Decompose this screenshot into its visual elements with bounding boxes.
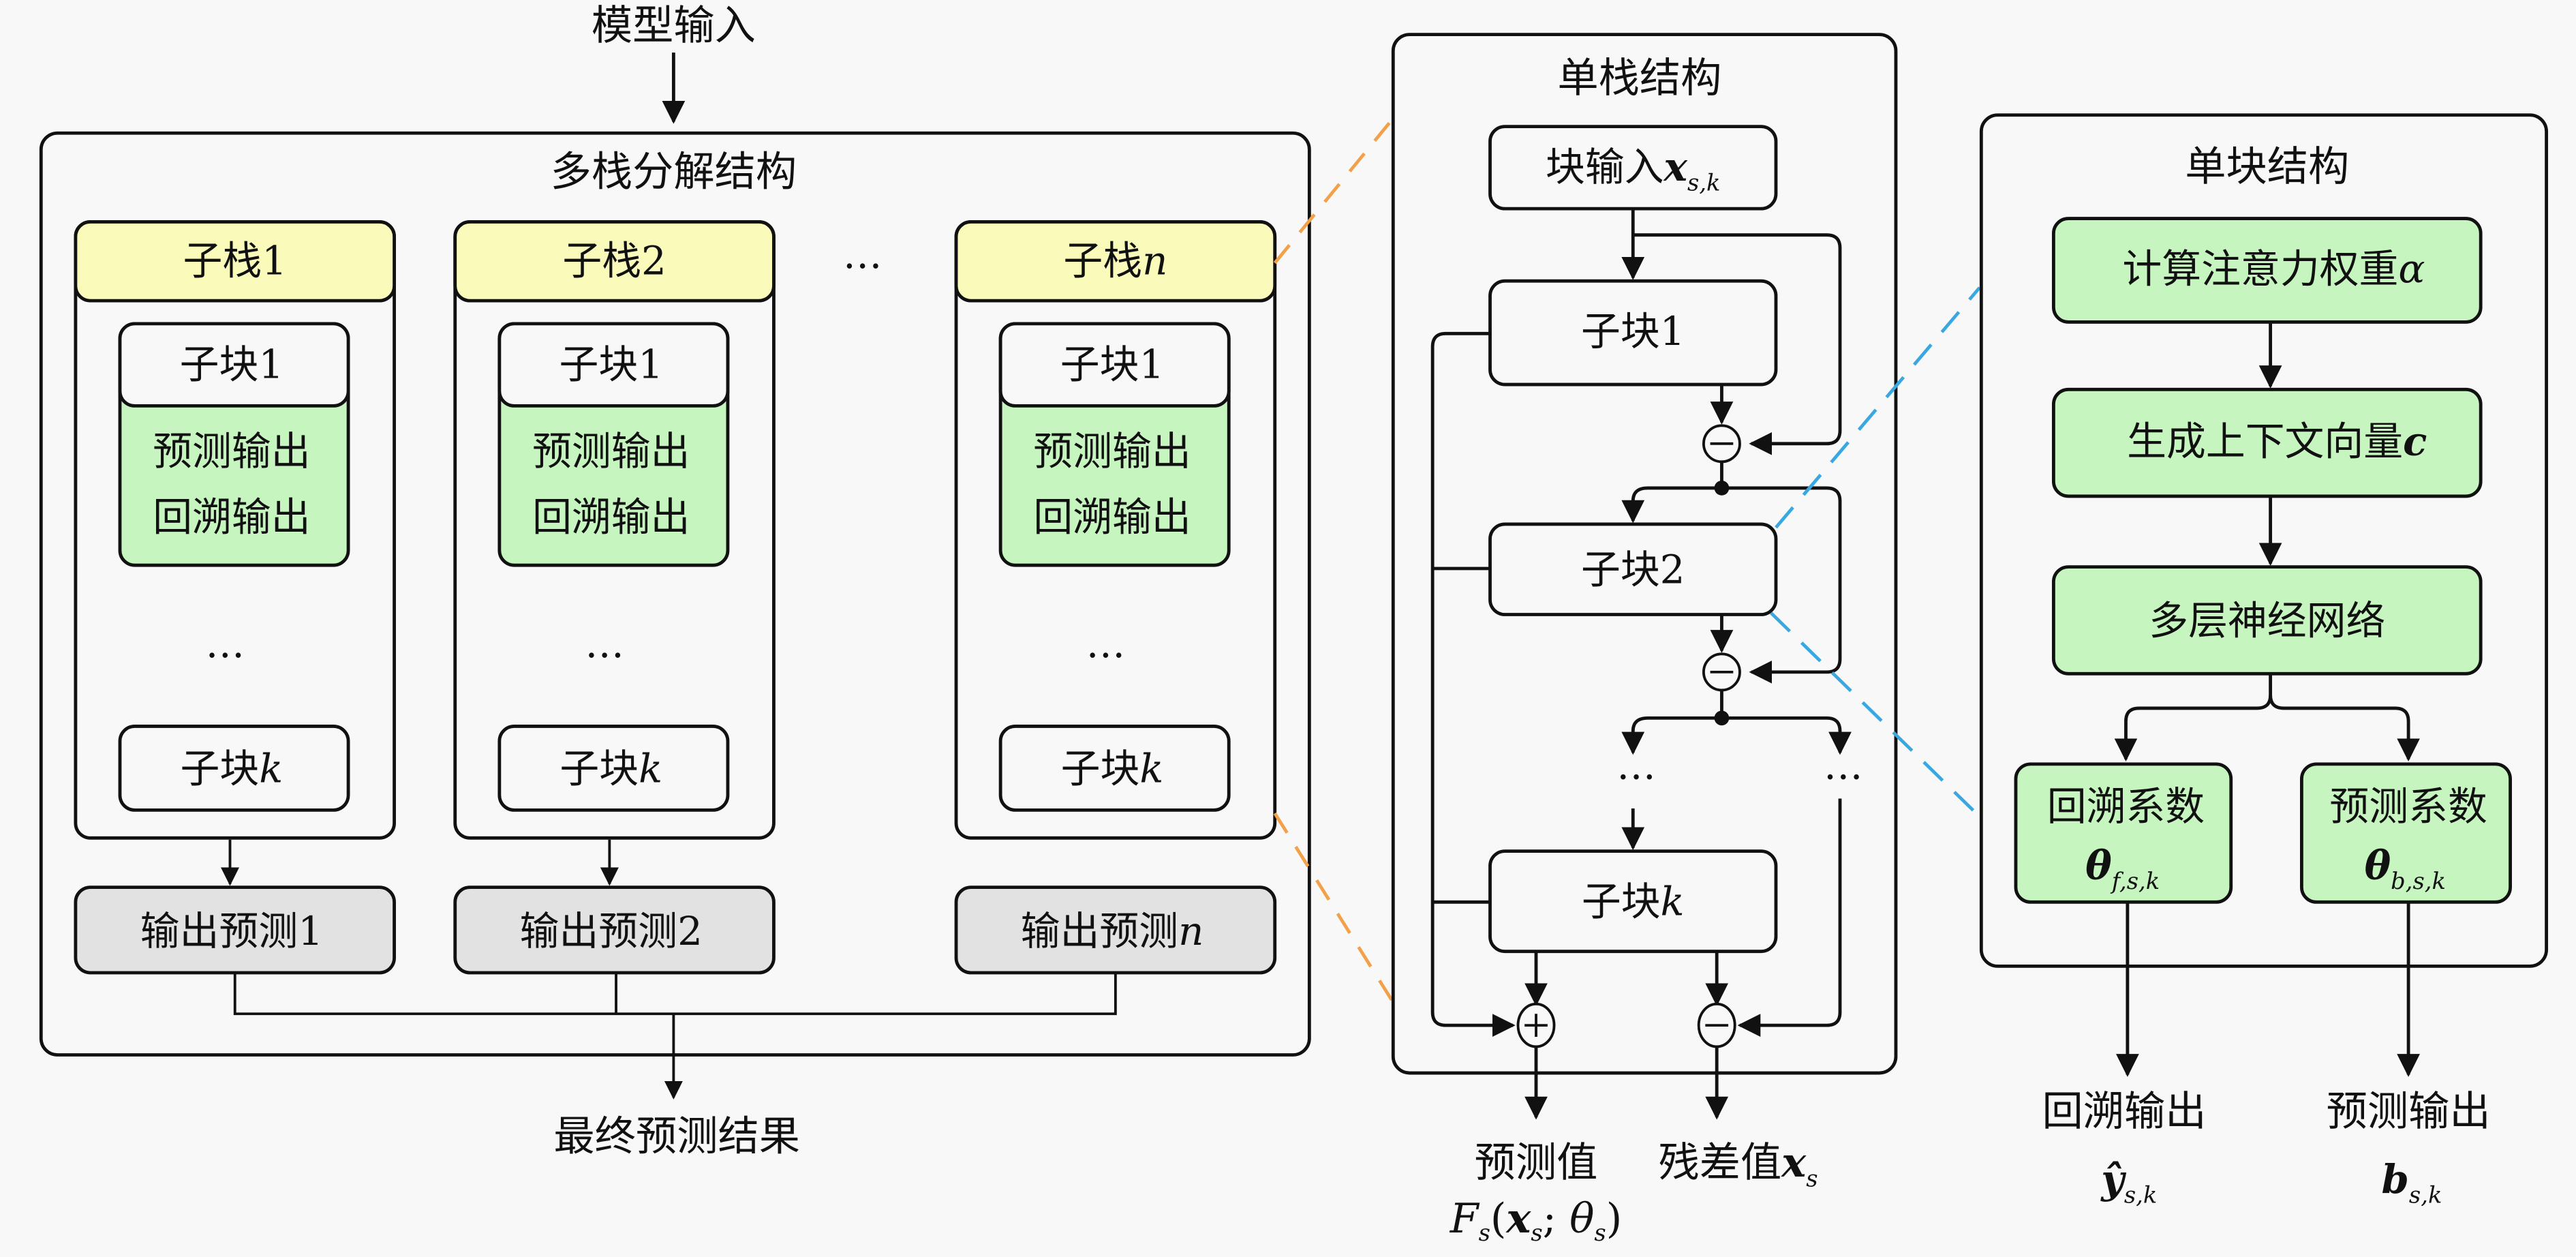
output-join-lines: 最终预测结果 [233, 972, 1117, 1160]
residual-value-label: 残差值xs [1659, 1138, 1818, 1192]
single-stack-block-2-label: 子块2 [1581, 547, 1685, 593]
branch-to-block2 [1621, 486, 1722, 524]
context-vector-label: 生成上下文向量c [2127, 419, 2427, 465]
backcast-output-label: 回溯输出 [2042, 1088, 2207, 1136]
blocks-ellipsis: … [205, 620, 245, 667]
single-block-panel: 单块结构 计算注意力权重α 生成上下文向量c 多层神经网络 回溯系数 θf,s,… [1979, 113, 2549, 1208]
blockk-box [497, 725, 730, 812]
branch-to-ellipsis-left [1621, 716, 1722, 755]
forecast-collector-line [1430, 331, 1516, 1037]
forecast-output-label: 预测输出 [2327, 1088, 2491, 1136]
forecast-output-symbol: bs,k [2381, 1156, 2442, 1208]
output-prediction-label: 输出预测n [1021, 908, 1204, 954]
forecast-value-formula: Fs(xs; θs) [1450, 1194, 1622, 1246]
single-stack-block-1-label: 子块1 [1581, 308, 1685, 354]
block1-forecast-output: 预测输出 [153, 428, 310, 474]
single-stack-panel: 单栈结构 块输入xs,k 子块1 子块2 … … [1391, 33, 1898, 1246]
backcast-coef-box [2014, 762, 2233, 904]
block1-backcast-output: 回溯输出 [532, 494, 690, 541]
stack-header-label: 子栈2 [562, 238, 666, 284]
block-zoom-connector-top [1775, 286, 1981, 529]
stack-header-label: 子栈1 [183, 238, 287, 284]
forecast-coef-symbol: θb,s,k [2365, 843, 2446, 894]
model-input-label: 模型输入 [592, 2, 756, 50]
backcast-output-symbol: ŷs,k [2100, 1156, 2157, 1208]
blocks-ellipsis: … [585, 620, 624, 667]
stack-ellipsis: … [843, 231, 883, 277]
mlp-box [2051, 565, 2483, 676]
blockk-label: 子块k [181, 745, 283, 791]
model-input-group: 模型输入 [592, 2, 756, 124]
output-join-line [233, 972, 1117, 1016]
block-input-label: 块输入xs,k [1546, 144, 1721, 196]
single-block-title: 单块结构 [2185, 143, 2349, 191]
single-stack-block-k-label: 子块k [1582, 879, 1685, 925]
skip-to-minus2 [1721, 486, 1842, 684]
blockk-label: 子块k [559, 745, 662, 791]
stack-header [74, 220, 396, 303]
blockk-box [118, 725, 350, 812]
forecast-value-label: 预测值 [1475, 1139, 1598, 1187]
single-stack-ellipsis-left: … [1616, 742, 1656, 789]
block-zoom-connectors [1770, 286, 1981, 818]
stack-header-label: 子栈n [1063, 238, 1167, 284]
stack-header [453, 220, 776, 303]
forecast-coef-box [2299, 762, 2512, 904]
attention-weight-box [2051, 217, 2483, 324]
context-vector-box [2051, 387, 2483, 498]
single-stack-ellipsis-right: … [1824, 742, 1863, 789]
blockk-label: 子块k [1061, 745, 1164, 791]
block1-box [497, 322, 730, 408]
multi-stack-title: 多栈分解结构 [551, 148, 797, 196]
attention-weight-label: 计算注意力权重α [2122, 246, 2425, 292]
block1-box [118, 322, 350, 408]
block1-forecast-output: 预测输出 [1033, 428, 1191, 474]
final-result-label: 最终预测结果 [553, 1112, 800, 1160]
block1-box [998, 322, 1231, 408]
stack-zoom-connector-top [1273, 117, 1395, 264]
skip-input-to-minus1 [1633, 233, 1842, 455]
branch-to-forecast-coef [2269, 695, 2420, 762]
block1-label: 子块1 [559, 341, 664, 387]
backcast-coef-symbol: θf,s,k [2085, 843, 2160, 894]
block1-backcast-output: 回溯输出 [1033, 494, 1191, 541]
block1-label: 子块1 [180, 341, 284, 387]
block1-forecast-output: 预测输出 [532, 428, 690, 474]
output-prediction-label: 输出预测1 [140, 908, 323, 954]
blocks-ellipsis: … [1086, 620, 1125, 667]
block1-backcast-output: 回溯输出 [153, 494, 310, 541]
mlp-label: 多层神经网络 [2149, 597, 2385, 643]
branch-to-ellipsis-right [1721, 716, 1852, 755]
forecast-coef-label: 预测系数 [2329, 783, 2487, 830]
stack-zoom-connectors [1273, 117, 1395, 1003]
block1-label: 子块1 [1060, 341, 1165, 387]
output-prediction-label: 输出预测2 [520, 908, 703, 954]
residual-skip-final [1737, 798, 1842, 1037]
output-prediction-box [453, 885, 776, 975]
block-zoom-connector-bottom [1770, 611, 1981, 818]
backcast-coef-label: 回溯系数 [2047, 783, 2205, 830]
single-stack-title: 单栈结构 [1557, 55, 1721, 102]
blockk-box [998, 725, 1231, 812]
